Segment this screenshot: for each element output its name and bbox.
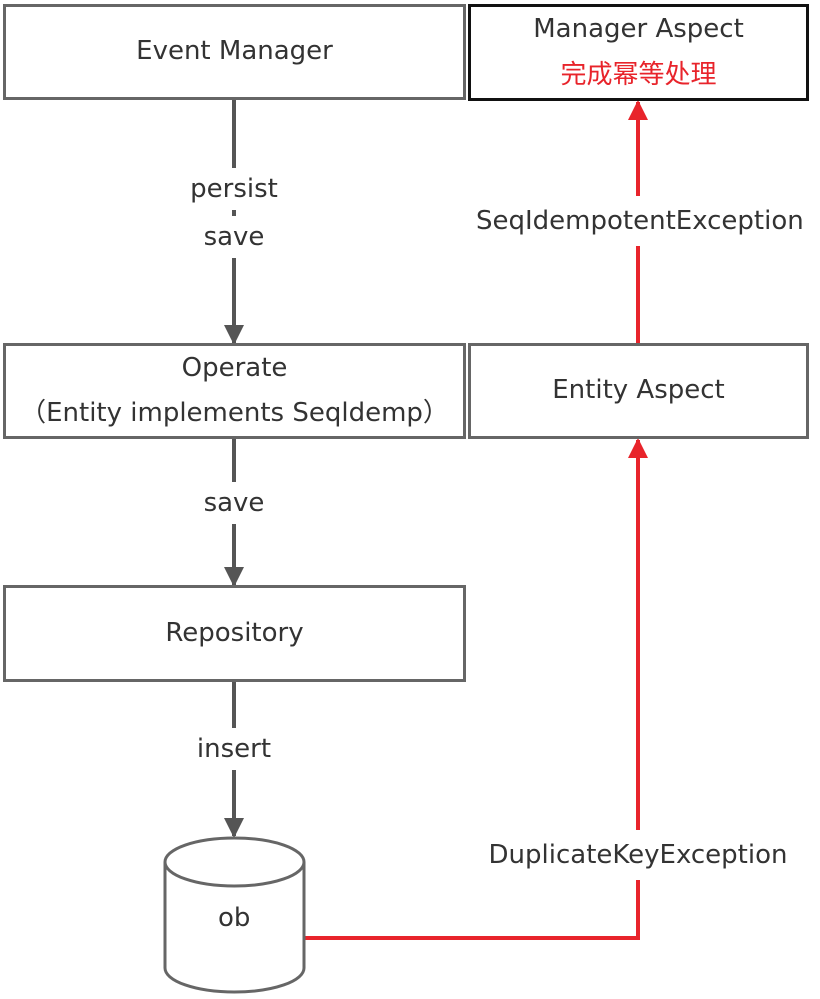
- operate-box[interactable]: Operate （Entity implements Seqldemp）: [3, 343, 466, 439]
- database-label: ob: [218, 903, 251, 933]
- edge-label-insert: insert: [174, 728, 294, 770]
- edge-label-seq-idempotent-exception: SeqIdempotentException: [476, 196, 804, 246]
- manager-aspect-title: Manager Aspect: [533, 14, 744, 44]
- edge-label-save-1: save: [174, 216, 294, 258]
- operate-subtitle: （Entity implements Seqldemp）: [20, 398, 449, 428]
- repository-box[interactable]: Repository: [3, 585, 466, 682]
- entity-aspect-box[interactable]: Entity Aspect: [468, 343, 809, 439]
- edge-label-save-2: save: [174, 482, 294, 524]
- edge-label-persist: persist: [174, 168, 294, 210]
- event-manager-box[interactable]: Event Manager: [3, 4, 466, 100]
- entity-aspect-label: Entity Aspect: [552, 375, 725, 406]
- operate-title: Operate: [181, 352, 288, 383]
- arrow-database-to-entity-aspect: [304, 438, 648, 940]
- edge-label-duplicate-key-exception: DuplicateKeyException: [484, 830, 792, 880]
- manager-aspect-subtitle: 完成幂等处理: [560, 59, 717, 90]
- repository-label: Repository: [165, 617, 304, 648]
- database-cylinder: [163, 836, 306, 994]
- manager-aspect-box[interactable]: Manager Aspect 完成幂等处理: [468, 4, 809, 101]
- event-manager-label: Event Manager: [136, 36, 333, 67]
